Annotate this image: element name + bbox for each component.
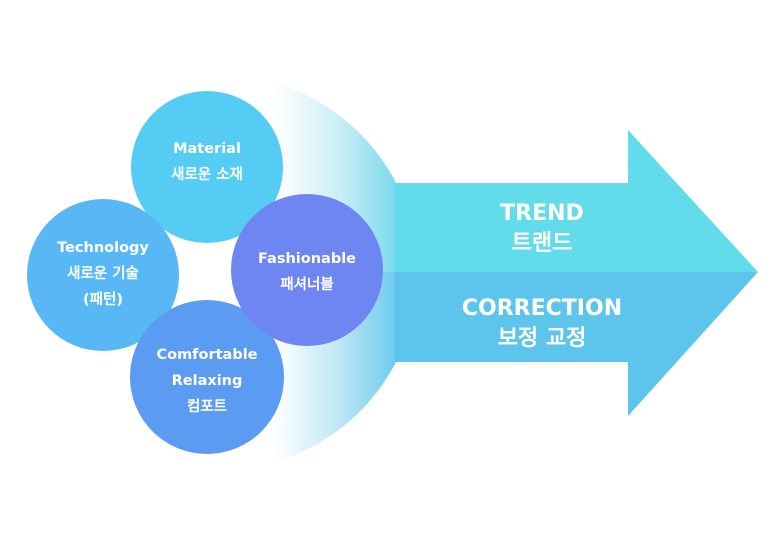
technology-label-en: Technology xyxy=(57,240,149,256)
technology-label-ko: 새로운 기술 xyxy=(67,266,139,282)
material-label-ko: 새로운 소재 xyxy=(171,167,243,183)
comfortable-label-ko: 컴포트 xyxy=(186,399,228,415)
fashionable-label: Fashionable 패셔너블 xyxy=(242,246,372,298)
correction-label-ko: 보정 교정 xyxy=(497,326,587,351)
comfortable-label: Comfortable Relaxing 컴포트 xyxy=(140,342,274,420)
arrow-upper-half xyxy=(395,130,758,272)
fashionable-circle xyxy=(231,194,383,346)
correction-label: CORRECTION 보정 교정 xyxy=(432,294,652,354)
material-circle xyxy=(131,91,283,243)
comfortable-label-en: Comfortable xyxy=(156,347,258,363)
trend-label: TREND 트랜드 xyxy=(452,199,632,259)
correction-label-en: CORRECTION xyxy=(461,296,623,321)
technology-circle xyxy=(27,199,179,351)
fashionable-label-ko: 패셔너블 xyxy=(280,277,334,293)
comfortable-circle xyxy=(130,300,284,454)
technology-label-note: (패턴) xyxy=(83,292,123,308)
arrow-lower-half xyxy=(395,272,758,416)
trend-label-en: TREND xyxy=(500,201,584,226)
material-label-en: Material xyxy=(173,141,241,157)
comfortable-label-en-2: Relaxing xyxy=(171,373,243,389)
material-label: Material 새로운 소재 xyxy=(147,136,267,188)
technology-label: Technology 새로운 기술 (패턴) xyxy=(38,235,168,313)
fashionable-label-en: Fashionable xyxy=(257,251,357,267)
trend-label-ko: 트랜드 xyxy=(511,231,573,256)
